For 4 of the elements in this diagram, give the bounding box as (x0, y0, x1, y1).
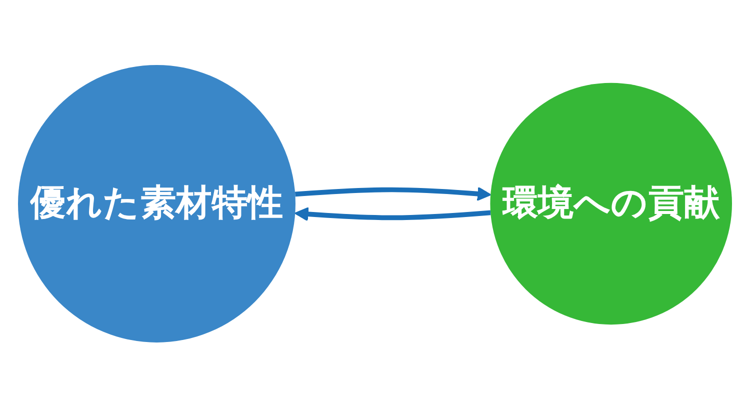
node-circle: 優れた素材特性 (18, 65, 296, 343)
arrow (295, 186, 492, 202)
node-circle: 環境への貢献 (490, 83, 732, 325)
arrow (294, 207, 491, 222)
